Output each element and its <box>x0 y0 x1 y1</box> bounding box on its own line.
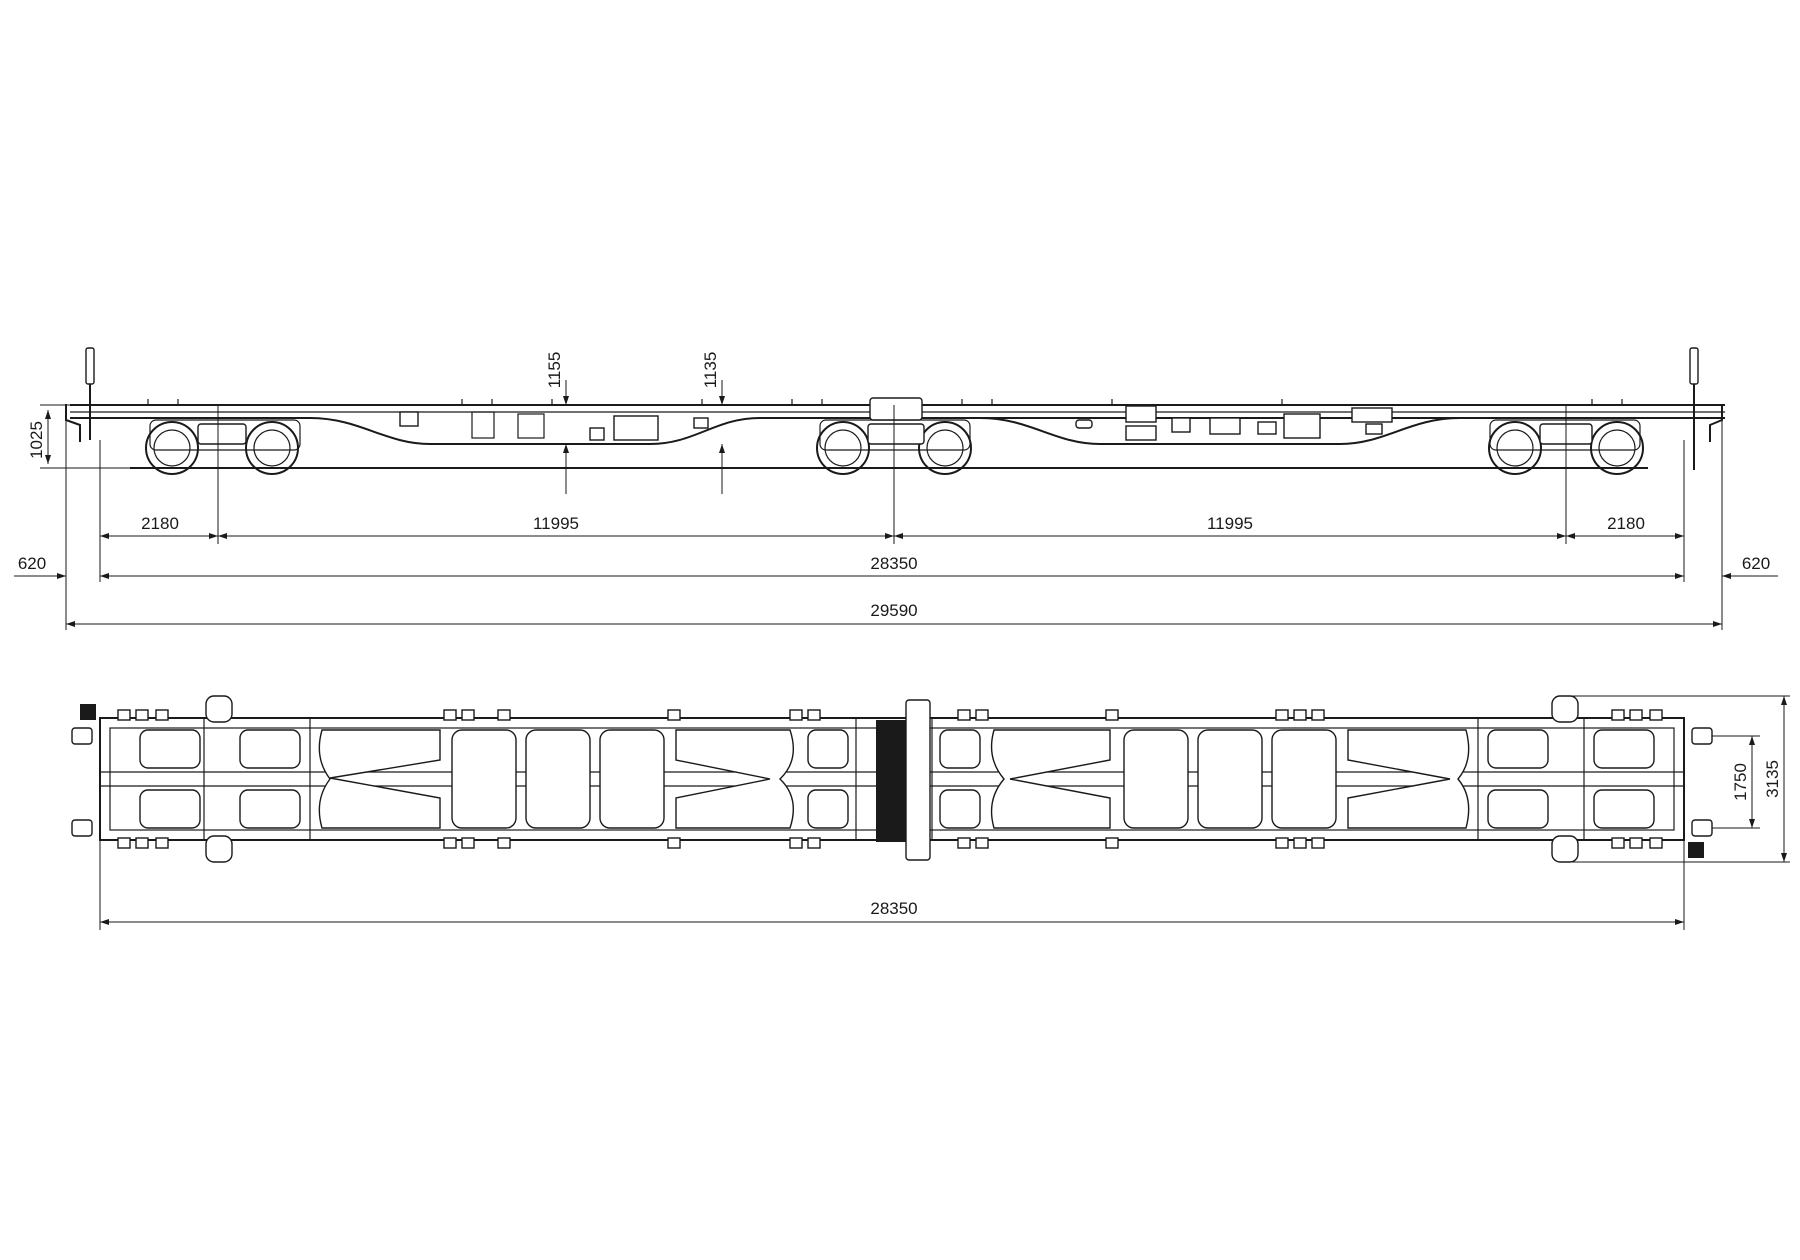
plan-bolsters <box>205 695 1579 863</box>
dim-text-1155: 1155 <box>545 352 564 389</box>
bogie-middle <box>816 397 972 475</box>
side-view: 1025 1155 1135 2180 11995 11995 2180 620… <box>14 347 1778 630</box>
plan-view: 1750 3135 28350 <box>71 695 1790 930</box>
dim-text-620-right: 620 <box>1742 554 1770 573</box>
dim-text-3135: 3135 <box>1763 760 1782 798</box>
extension-lines <box>40 404 1723 630</box>
plan-bracing <box>318 729 1470 829</box>
dim-text-11995-left: 11995 <box>533 514 579 533</box>
dim-text-620-left: 620 <box>18 554 46 573</box>
central-articulation-plate <box>905 699 931 861</box>
end-post-left <box>85 347 95 385</box>
frame-left-bottom <box>70 417 1660 445</box>
container-locks <box>147 399 1623 405</box>
coupler-left <box>65 404 81 442</box>
plan-lock-blocks <box>117 709 1663 849</box>
bogie-left <box>145 419 301 475</box>
dim-text-1025: 1025 <box>27 421 46 459</box>
plan-ends <box>71 704 1713 858</box>
coupler-right <box>1709 404 1723 442</box>
frame-right-bottom <box>979 417 1725 445</box>
dim-text-1750: 1750 <box>1731 763 1750 801</box>
dim-text-1135: 1135 <box>701 352 720 389</box>
plan-panels <box>139 729 1655 829</box>
side-markings <box>399 405 1393 441</box>
dim-text-28350-side: 28350 <box>870 554 917 573</box>
dim-text-11995-right: 11995 <box>1207 514 1253 533</box>
dim-text-2180-right: 2180 <box>1607 514 1645 533</box>
dim-text-2180-left: 2180 <box>141 514 179 533</box>
end-post-right <box>1689 347 1699 385</box>
dim-text-29590: 29590 <box>870 601 917 620</box>
dim-text-28350-plan: 28350 <box>870 899 917 918</box>
plan-cross-members <box>203 718 1585 840</box>
